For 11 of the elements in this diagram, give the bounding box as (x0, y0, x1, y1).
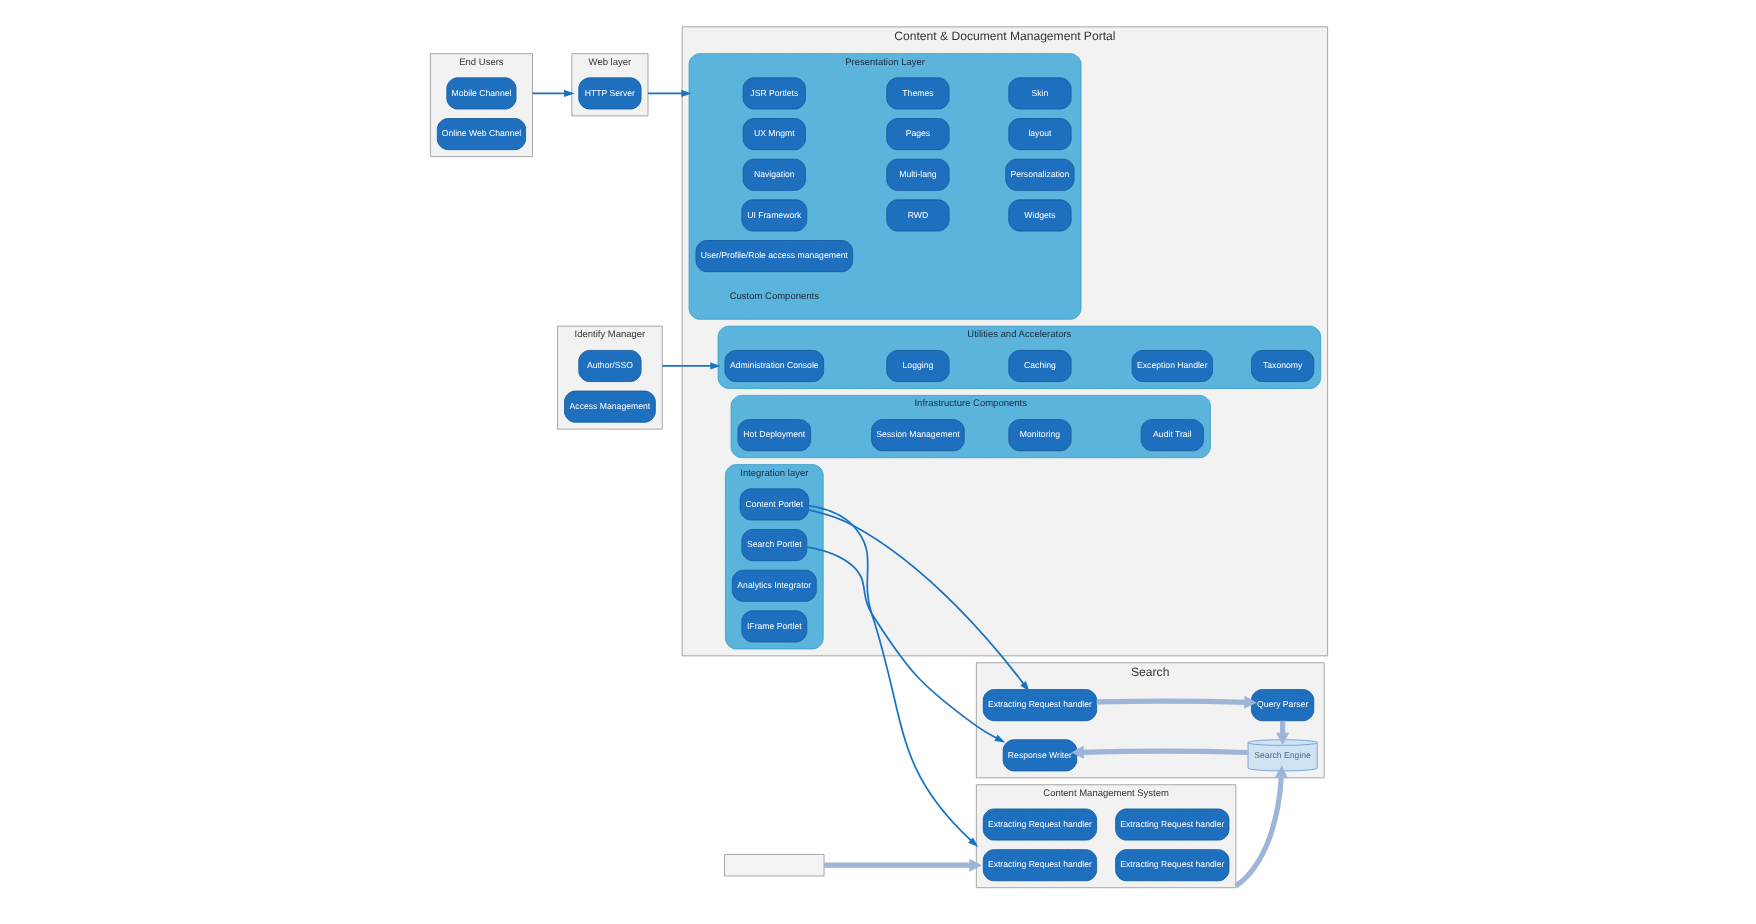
arrow (806, 509, 1029, 692)
arrow (530, 89, 574, 98)
arrow (646, 89, 691, 98)
arrow (660, 362, 720, 370)
node-box (723, 853, 824, 877)
arrow (823, 858, 981, 872)
arrow (1095, 695, 1256, 709)
arrow (806, 504, 978, 848)
arrow (1070, 745, 1247, 759)
arrow (805, 546, 1005, 743)
arrow (1233, 765, 1287, 888)
